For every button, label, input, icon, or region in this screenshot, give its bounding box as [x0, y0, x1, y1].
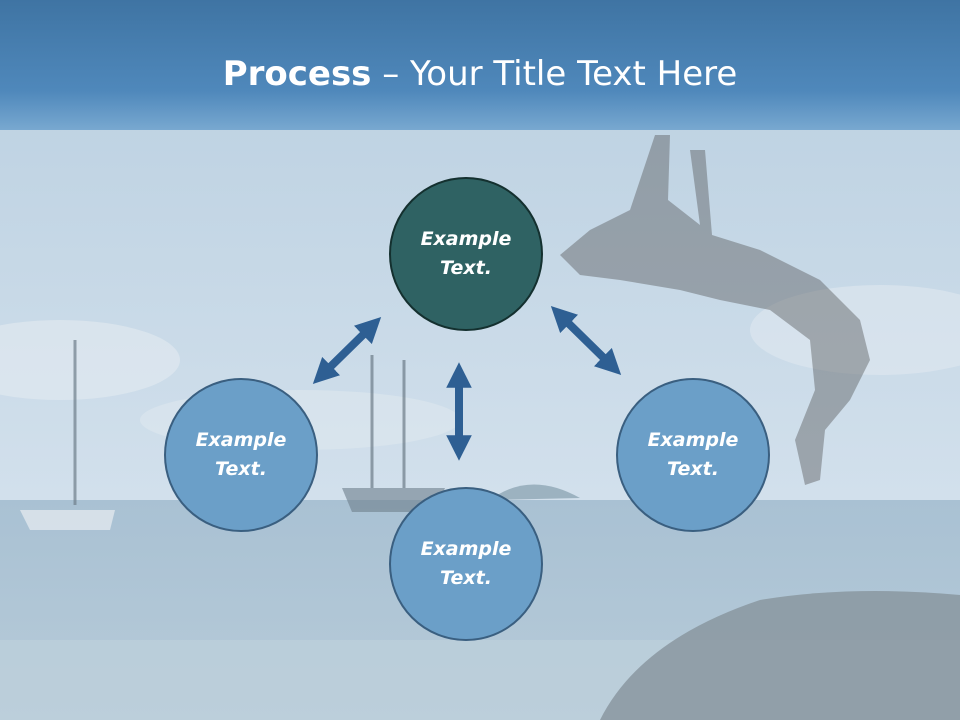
node-right: Example Text.	[616, 378, 770, 532]
slide-title: Process – Your Title Text Here	[0, 50, 960, 98]
arrow-top-left	[312, 317, 382, 384]
slide-title-rest: – Your Title Text Here	[371, 54, 738, 94]
node-left-label: Example Text.	[195, 429, 287, 480]
node-right-label: Example Text.	[647, 429, 739, 480]
node-top-label: Example Text.	[420, 228, 512, 279]
sailboat-left	[20, 340, 115, 530]
slide-title-bold: Process	[222, 54, 372, 94]
rock	[600, 591, 960, 720]
node-bottom-label: Example Text.	[420, 538, 512, 589]
jumper-silhouette	[560, 135, 870, 485]
title-bar	[0, 0, 960, 130]
node-bottom: Example Text.	[389, 487, 543, 641]
node-left: Example Text.	[164, 378, 318, 532]
node-top: Example Text.	[389, 177, 543, 331]
arrow-top-right	[550, 306, 622, 375]
